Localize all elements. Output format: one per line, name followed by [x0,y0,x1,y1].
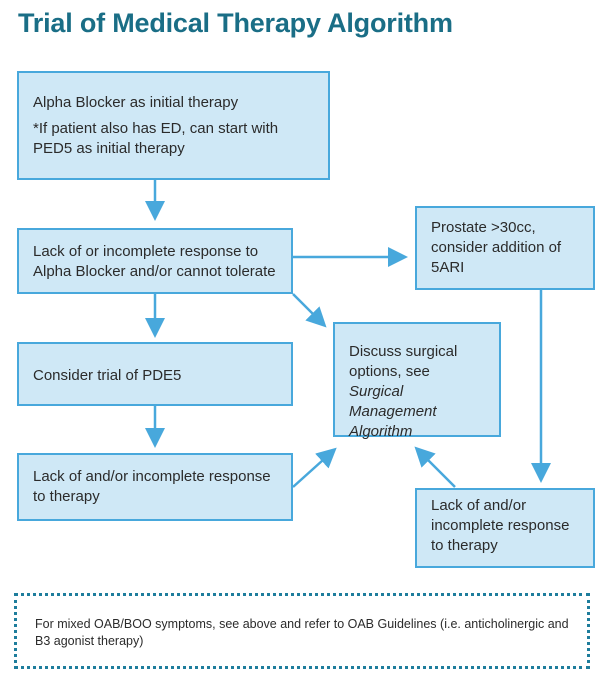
node-prostate: Prostate >30cc, consider addition of 5AR… [415,206,595,290]
node-alpha-blocker: Alpha Blocker as initial therapy *If pat… [17,71,330,180]
arrow-pde5-incomplete-to-surgical [292,447,337,488]
incomplete-alpha-label: Lack of or incomplete response to Alpha … [33,243,276,280]
node-incomplete-alpha: Lack of or incomplete response to Alpha … [17,228,293,294]
node-incomplete-5ari: Lack of and/or incomplete response to th… [415,488,595,568]
incomplete-pde5-label: Lack of and/or incomplete response to th… [33,468,271,505]
prostate-label: Prostate >30cc, consider addition of 5AR… [431,219,562,276]
surgical-label: Discuss surgical options, see Surgical M… [349,342,485,442]
node-incomplete-pde5: Lack of and/or incomplete response to th… [17,453,293,521]
surgical-label-text: Discuss surgical options, see [349,343,458,380]
trial-pde5-label: Consider trial of PDE5 [33,367,182,384]
page-title: Trial of Medical Therapy Algorithm [18,8,453,38]
alpha-blocker-label: Alpha Blocker as initial therapy [33,94,239,111]
footnote-text: For mixed OAB/BOO symptoms, see above an… [35,617,569,648]
footnote-box: For mixed OAB/BOO symptoms, see above an… [14,593,590,669]
arrow-incomplete-to-surgical [292,293,327,328]
incomplete-5ari-label: Lack of and/or incomplete response to th… [431,497,570,554]
node-trial-pde5: Consider trial of PDE5 [17,342,293,406]
surgical-algorithm-link-text: Surgical Management Algorithm [349,383,437,440]
node-surgical: Discuss surgical options, see Surgical M… [333,322,501,440]
arrow-5ari-incomplete-to-surgical [414,446,456,488]
alpha-blocker-note: *If patient also has ED, can start with … [33,120,279,157]
